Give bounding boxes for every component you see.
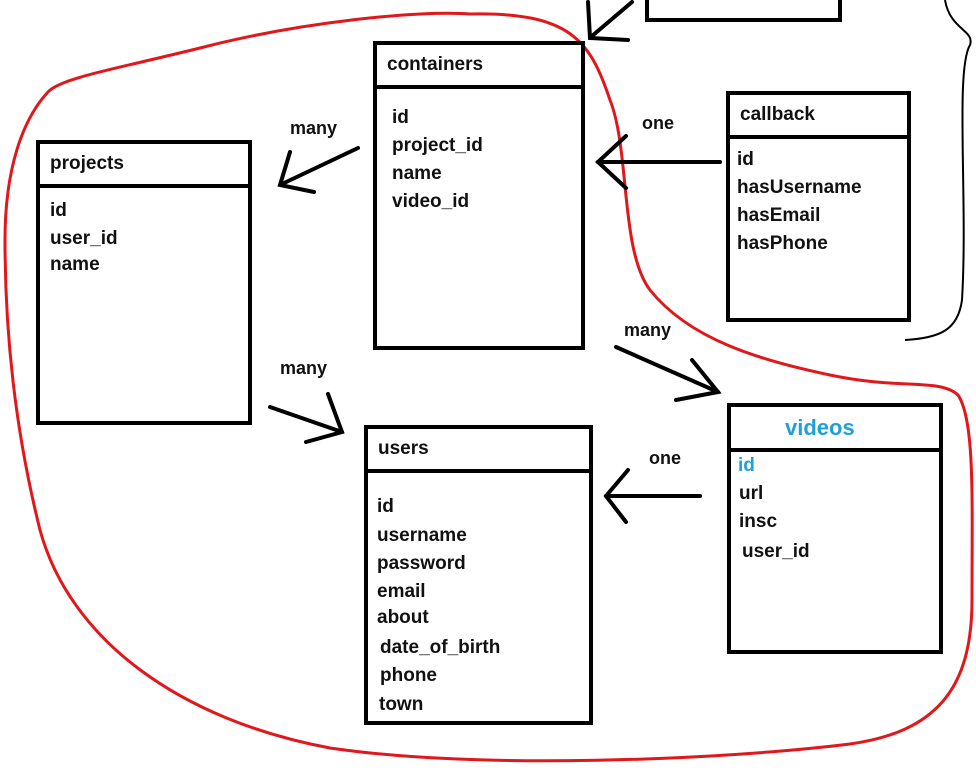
curly-brace [904, 0, 972, 341]
field-url: url [739, 483, 764, 504]
field-id: id [392, 107, 409, 128]
field-user-id: user_id [742, 541, 810, 562]
field-id: id [377, 496, 394, 517]
field-username: username [377, 525, 467, 546]
entity-callback: callback id hasUsername hasEmail hasPhon… [726, 91, 911, 322]
field-project-id: project_id [392, 135, 483, 156]
field-email: email [377, 581, 426, 602]
arrow-projects-to-users [268, 392, 345, 444]
field-name: name [50, 254, 100, 275]
field-about: about [377, 607, 429, 628]
field-insc: insc [739, 511, 778, 532]
field-has-email: hasEmail [737, 205, 821, 226]
offscreen-box [645, 0, 842, 22]
entity-title: users [368, 429, 589, 473]
field-password: password [377, 553, 466, 574]
label-callback-containers: one [642, 113, 675, 133]
entity-title: projects [40, 144, 248, 188]
arrow-videos-to-users [603, 468, 702, 524]
entity-users: users id username password email about d… [364, 425, 593, 725]
arrow-containers-to-videos [614, 345, 722, 402]
label-projects-users: many [280, 358, 328, 378]
field-town: town [379, 694, 424, 715]
field-id: id [50, 200, 67, 221]
field-date-of-birth: date_of_birth [380, 637, 501, 658]
arrow-containers-to-projects [277, 146, 360, 194]
top-arrow [586, 0, 634, 42]
field-name: name [392, 163, 442, 184]
field-video-id: video_id [392, 191, 470, 212]
entity-videos: videos id url insc user_id [727, 403, 943, 654]
entity-title: videos [731, 407, 939, 452]
field-id: id [738, 455, 755, 476]
field-has-phone: hasPhone [737, 233, 828, 254]
field-user-id: user_id [50, 228, 118, 249]
entity-title: containers [377, 45, 581, 89]
entity-containers: containers id project_id name video_id [373, 41, 585, 350]
entity-title: callback [730, 95, 907, 139]
entity-projects: projects id user_id name [36, 140, 252, 425]
arrow-callback-to-containers [595, 134, 722, 190]
red-outline [3, 11, 974, 763]
field-phone: phone [380, 665, 437, 686]
field-id: id [737, 149, 754, 170]
label-videos-users: one [649, 448, 682, 468]
label-containers-projects: many [290, 118, 338, 138]
label-containers-videos: many [624, 320, 672, 340]
field-has-username: hasUsername [737, 177, 862, 198]
